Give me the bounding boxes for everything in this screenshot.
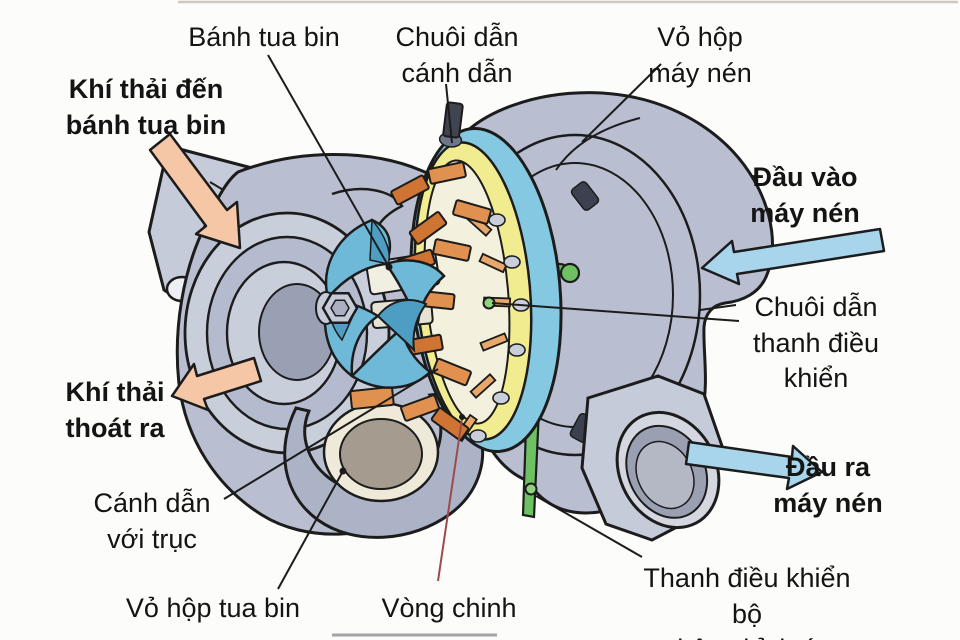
label-compressor-inlet: Đầu vào máy nén <box>750 162 860 228</box>
leader-lines <box>223 54 740 590</box>
label-vane-lever: Chuôi dẫn cánh dẫn <box>395 22 519 88</box>
compressor-outlet-arrow <box>684 440 824 491</box>
label-compressor-outlet: Đầu ra máy nén <box>773 452 883 518</box>
label-exhaust-in: Khí thải đến bánh tua bin <box>65 74 227 140</box>
label-exhaust-out: Khí thải thoát ra <box>65 377 165 443</box>
turbine-volute <box>283 393 485 539</box>
turbine-wheel <box>315 218 446 389</box>
compressor-inlet-arrow <box>700 227 886 286</box>
compressor-outlet-pipe <box>580 374 724 542</box>
label-adjusting-ring: Vòng chinh <box>381 593 517 623</box>
vane-lever-pin <box>438 101 464 148</box>
label-boost-control-rod: Thanh điều khiển bộ phận chỉnh áp suất n… <box>643 563 851 640</box>
label-control-rod-lever: Chuôi dẫn thanh điều khiển <box>752 292 880 394</box>
label-turbine-wheel: Bánh tua bin <box>188 22 340 52</box>
exhaust-in-arrow <box>148 132 242 250</box>
exhaust-out-arrow <box>170 356 263 412</box>
label-turbine-housing: Vỏ hộp tua bin <box>125 593 301 623</box>
label-compressor-housing: Vỏ hộp máy nén <box>648 22 752 88</box>
label-vanes-with-shaft: Cánh dẫn với trục <box>93 488 211 554</box>
